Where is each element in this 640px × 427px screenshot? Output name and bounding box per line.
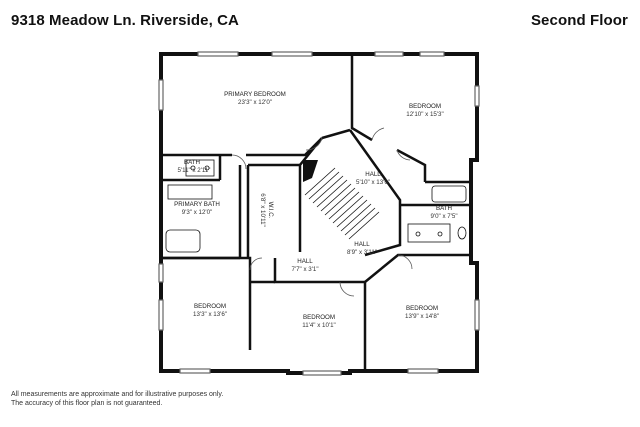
room-dims-bedroom-ne: 12'10" x 15'3" bbox=[406, 111, 443, 118]
floor-name: Second Floor bbox=[530, 12, 628, 29]
room-dims-hall-small: 7'7" x 3'1" bbox=[291, 266, 318, 273]
room-name-primary-bedroom: PRIMARY BEDROOM bbox=[224, 91, 286, 98]
disclaimer-line-2: The accuracy of this floor plan is not g… bbox=[11, 400, 163, 407]
room-dims-hall-lower: 8'9" x 3'11" bbox=[347, 249, 377, 256]
disclaimer: All measurements are approximate and for… bbox=[11, 390, 223, 408]
room-name-bedroom-se: BEDROOM bbox=[406, 305, 438, 312]
room-name-bedroom-s: BEDROOM bbox=[303, 314, 335, 321]
room-dims-bedroom-s: 11'4" x 10'1" bbox=[302, 322, 335, 329]
property-address: 9318 Meadow Ln. Riverside, CA bbox=[11, 12, 239, 29]
room-name-hall-center: HALL bbox=[365, 171, 381, 178]
room-dims-hall-center: 5'10" x 13'6" bbox=[356, 179, 390, 186]
room-name-primary-bath: PRIMARY BATH bbox=[174, 201, 220, 208]
bath-fixtures bbox=[165, 159, 467, 253]
disclaimer-line-1: All measurements are approximate and for… bbox=[11, 391, 224, 398]
interior-walls bbox=[161, 56, 471, 371]
windows bbox=[158, 51, 480, 376]
room-dims-bedroom-sw: 13'3" x 13'6" bbox=[193, 311, 227, 318]
room-name-wic: W.I.C. bbox=[267, 202, 274, 219]
room-dims-bath-right: 9'0" x 7'5" bbox=[430, 213, 457, 220]
room-dims-wic: 6'8" x 10'11" bbox=[259, 193, 266, 226]
exterior-walls bbox=[159, 52, 479, 375]
room-name-hall-small: HALL bbox=[297, 258, 313, 265]
room-name-bath-right: BATH bbox=[436, 205, 452, 212]
stair-post bbox=[303, 160, 318, 182]
room-name-bedroom-sw: BEDROOM bbox=[194, 303, 226, 310]
doors bbox=[231, 127, 413, 297]
room-dims-primary-bedroom: 23'3" x 12'0" bbox=[238, 99, 272, 106]
room-name-bedroom-ne: BEDROOM bbox=[409, 103, 441, 110]
room-name-bath-small: BATH bbox=[184, 159, 200, 166]
room-dims-bedroom-se: 13'9" x 14'8" bbox=[405, 313, 439, 320]
room-dims-primary-bath: 9'3" x 12'0" bbox=[182, 209, 213, 216]
room-dims-bath-small: 5'11" x 2'11" bbox=[177, 167, 210, 174]
stairs bbox=[304, 167, 380, 240]
room-name-hall-lower: HALL bbox=[354, 241, 370, 248]
